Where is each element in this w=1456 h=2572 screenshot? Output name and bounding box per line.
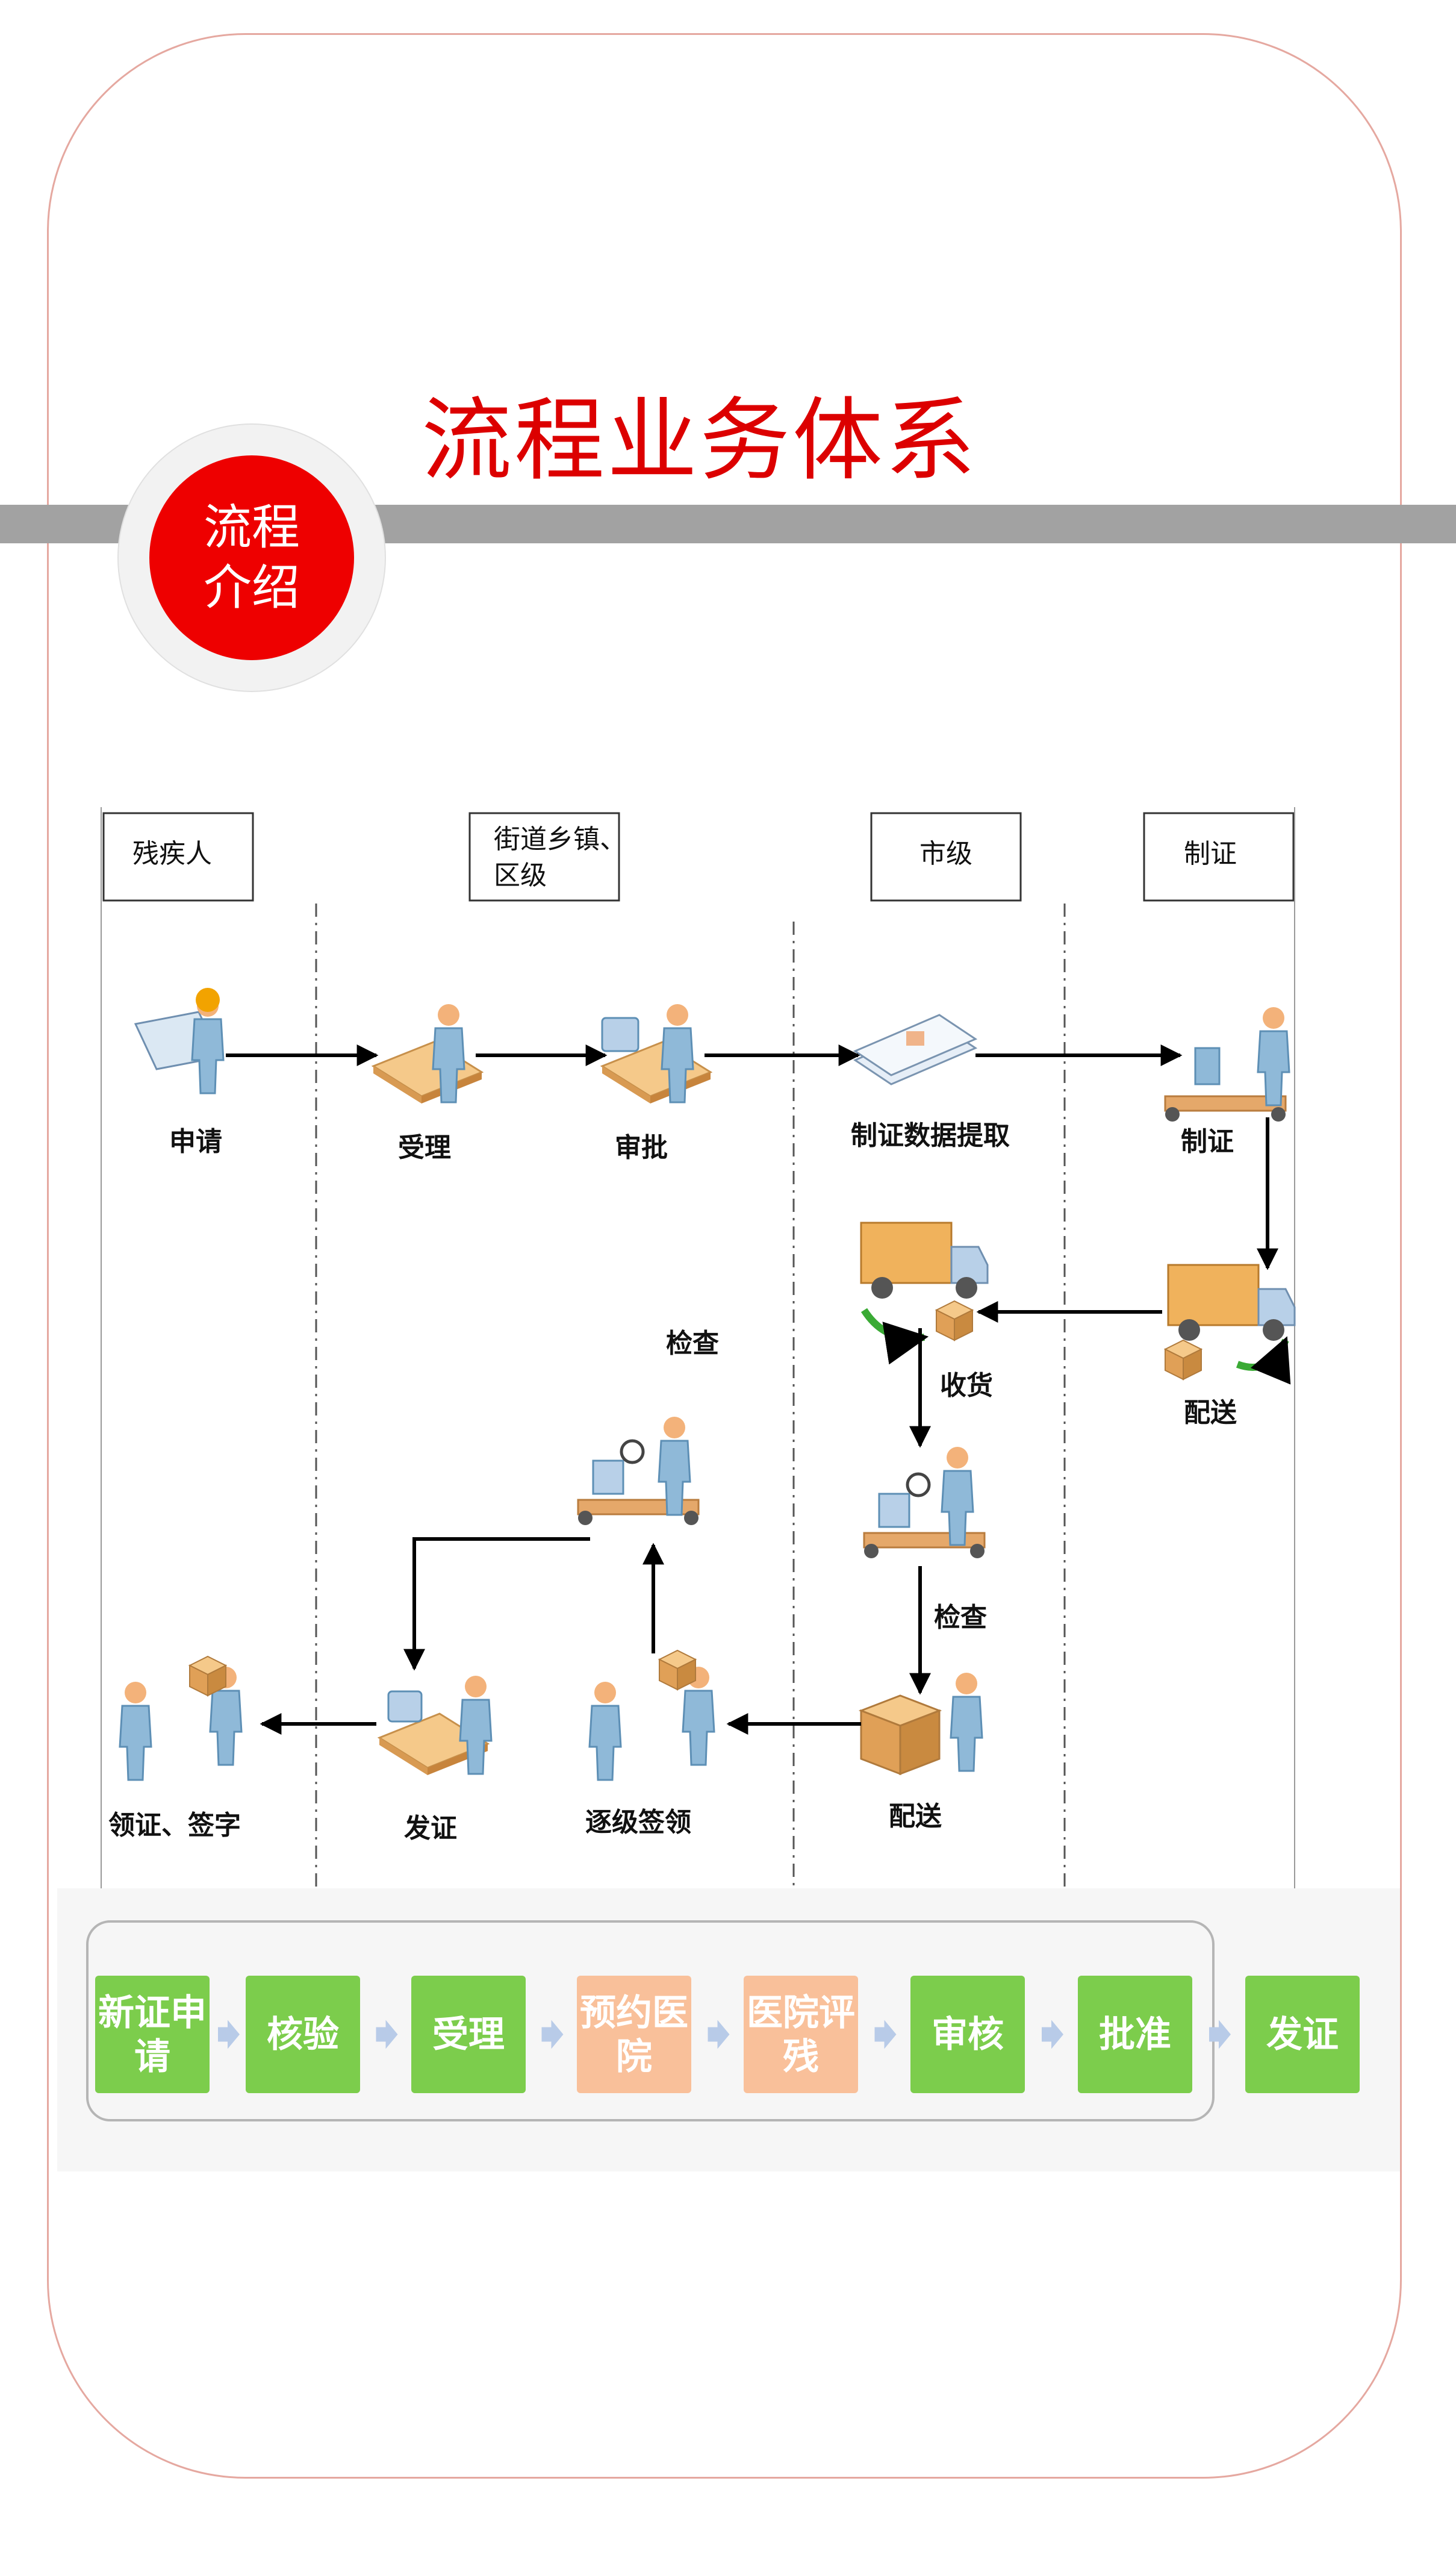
- step-arrow-2: [376, 2020, 398, 2049]
- node-deliver2-label: 配送: [889, 1801, 942, 1832]
- apply-icon: [134, 988, 225, 1094]
- step-box-5: [744, 1976, 858, 2093]
- badge-line-1: 流程: [204, 499, 300, 555]
- section-badge: 流程 介绍: [149, 455, 354, 660]
- step-box-7: [1078, 1976, 1192, 2093]
- step-5-label-1: 医院评: [747, 1992, 855, 2034]
- step-7-label: 批准: [1099, 2014, 1171, 2056]
- node-sign-levels-label: 逐级签领: [585, 1807, 691, 1838]
- receive-truck-icon: [860, 1222, 989, 1365]
- node-collect-sign-label: 领证、签字: [108, 1810, 241, 1841]
- step-arrow-4: [708, 2020, 730, 2049]
- lane-header-2-label-1: 街道乡镇、: [494, 824, 626, 855]
- lane-header-1: [102, 812, 254, 902]
- step-2-label: 核验: [267, 2014, 339, 2056]
- approve-icon: [601, 1003, 712, 1105]
- step-box-4: [577, 1976, 691, 2093]
- page-title: 流程业务体系: [422, 389, 978, 493]
- step-box-2: [246, 1976, 360, 2093]
- node-approve-label: 审批: [615, 1132, 668, 1163]
- deliver-box-icon: [858, 1671, 983, 1776]
- step-5-label-2: 残: [783, 2036, 819, 2078]
- lane-header-4: [1143, 812, 1295, 902]
- deliver-truck-icon: [1165, 1264, 1296, 1385]
- step-1-label-2: 请: [134, 2036, 170, 2078]
- step-3-label: 受理: [432, 2014, 505, 2056]
- step-arrow-7: [1209, 2020, 1231, 2049]
- step-arrow-3: [541, 2020, 564, 2049]
- step-4-label-1: 预约医: [580, 1992, 688, 2034]
- inspect-district-icon: [577, 1416, 700, 1526]
- node-issue-label: 发证: [404, 1813, 457, 1844]
- node-receive-label: 收货: [940, 1370, 993, 1401]
- lane-header-1-label: 残疾人: [132, 838, 212, 869]
- step-1-label-1: 新证申: [98, 1992, 207, 2034]
- collect-sign-icon: [119, 1656, 243, 1781]
- step-arrow-5: [874, 2020, 897, 2049]
- node-accept-label: 受理: [398, 1132, 451, 1163]
- badge-line-2: 介绍: [204, 560, 300, 616]
- step-8-label: 发证: [1266, 2014, 1339, 2056]
- step-box-6: [910, 1976, 1025, 2093]
- lane-header-2-label-2: 区级: [494, 860, 547, 891]
- accept-icon: [372, 1003, 483, 1105]
- step-box-1: [95, 1976, 210, 2093]
- node-apply-label: 申请: [169, 1126, 222, 1157]
- node-deliver1-label: 配送: [1184, 1397, 1237, 1428]
- step-box-8: [1245, 1976, 1360, 2093]
- extract-icon: [853, 1014, 978, 1085]
- sign-levels-icon: [588, 1650, 715, 1781]
- page-frame: [47, 33, 1402, 2479]
- step-arrow-6: [1042, 2020, 1063, 2049]
- step-box-3: [411, 1976, 526, 2093]
- node-make-card-label: 制证: [1181, 1126, 1234, 1157]
- lane-header-3: [870, 812, 1022, 902]
- lane-header-3-label: 市级: [919, 838, 972, 869]
- step-6-label: 审核: [932, 2014, 1004, 2056]
- steps-group-outline: [86, 1920, 1215, 2121]
- node-inspect-city-label: 检查: [934, 1602, 987, 1633]
- node-inspect-district-label: 检查: [666, 1328, 719, 1359]
- step-arrow-1: [218, 2020, 240, 2049]
- lane-header-2: [468, 812, 620, 902]
- issue-icon: [378, 1675, 493, 1776]
- inspect-city-icon: [863, 1446, 986, 1559]
- node-extract-label: 制证数据提取: [851, 1120, 1010, 1151]
- lane-header-4-label: 制证: [1184, 838, 1237, 869]
- arrow-inspect-issue: [403, 1537, 590, 1671]
- step-4-label-2: 院: [616, 2036, 652, 2078]
- make-card-icon: [1164, 1006, 1290, 1123]
